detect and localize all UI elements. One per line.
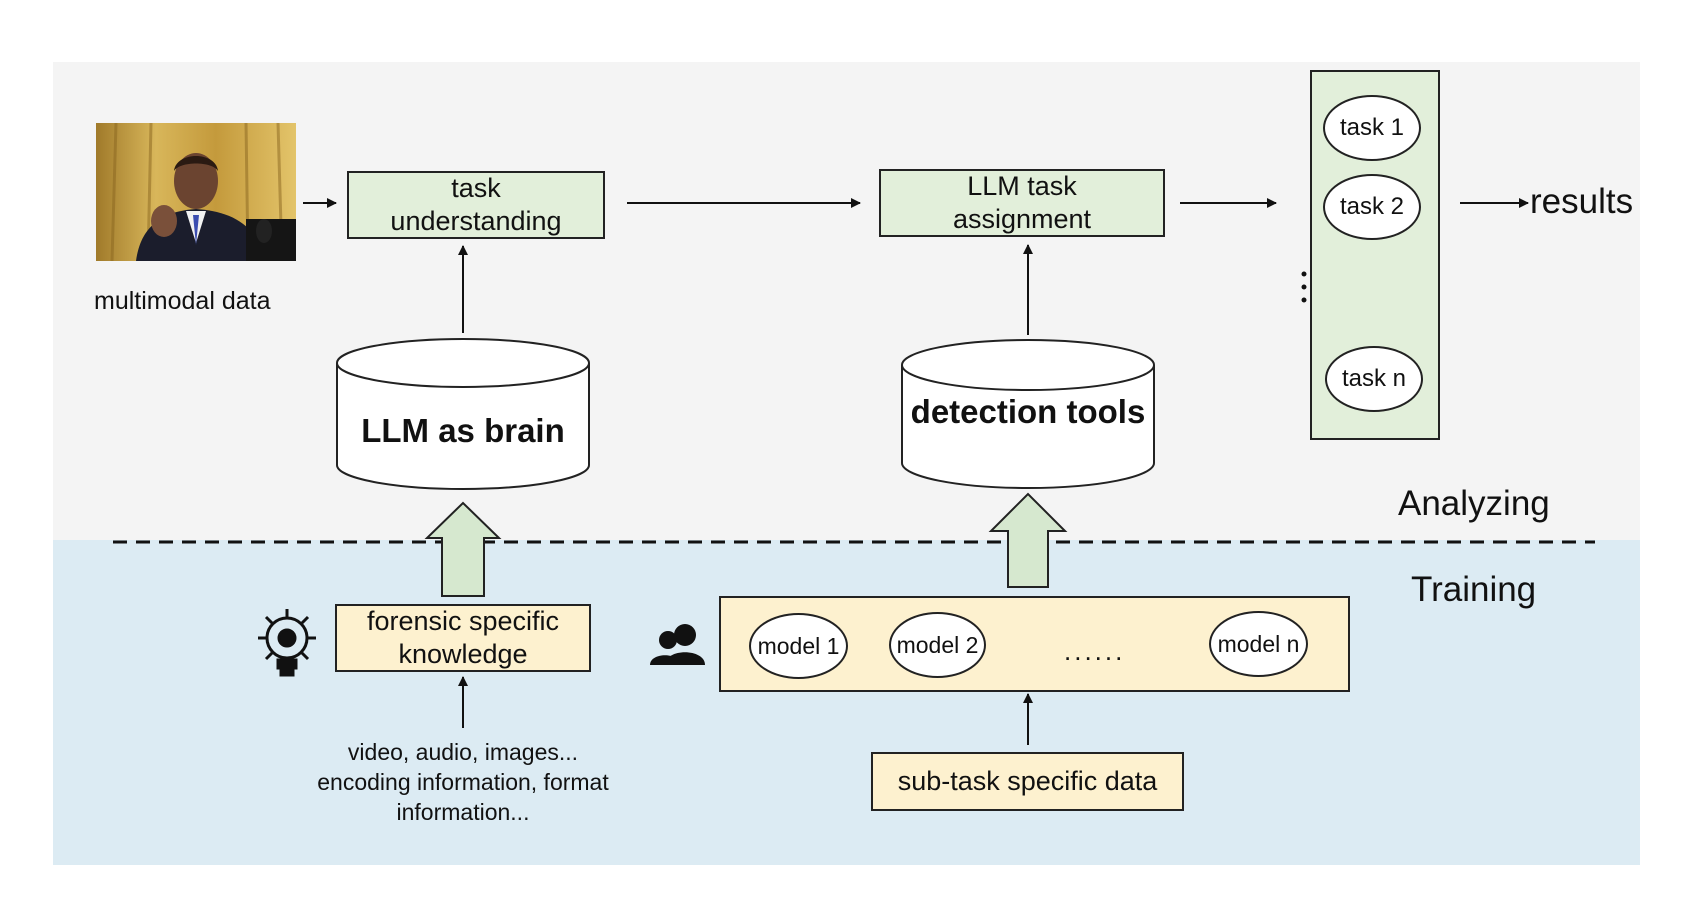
task-understanding-box: task understanding [347, 171, 605, 239]
llm-brain-label: LLM as brain [361, 412, 565, 449]
subtask-data-box: sub-task specific data [871, 752, 1184, 811]
model-n-ellipse: model n [1209, 611, 1308, 677]
task-1-ellipse: task 1 [1323, 95, 1421, 161]
models-ellipsis: ...... [1064, 636, 1126, 666]
big-arrow-models-to-tools [988, 492, 1068, 588]
results-label: results [1530, 182, 1634, 221]
model-2-ellipse: model 2 [889, 612, 986, 678]
analyzing-label: Analyzing [1398, 484, 1550, 523]
llm-task-assignment-box: LLM task assignment [879, 169, 1165, 237]
knowledge-sources-line-2: encoding information, format [317, 769, 609, 795]
big-arrow-knowledge-to-brain [424, 501, 502, 597]
users-icon [650, 624, 705, 665]
forensic-knowledge-box: forensic specific knowledge [335, 604, 591, 672]
task-understanding-label: task understanding [390, 173, 562, 236]
lightbulb-gear-icon [258, 609, 316, 677]
training-label: Training [1411, 570, 1537, 609]
task-2-ellipse: task 2 [1323, 174, 1421, 240]
training-region [53, 540, 1640, 865]
knowledge-sources-line-1: video, audio, images... [347, 739, 579, 765]
cylinder-llm-brain [336, 338, 590, 490]
task-n-ellipse: task n [1325, 346, 1423, 412]
llm-task-assignment-label: LLM task assignment [952, 171, 1092, 234]
input-photo [96, 123, 296, 261]
knowledge-sources-line-3: information... [396, 799, 530, 825]
input-caption: multimodal data [94, 287, 271, 315]
model-1-ellipse: model 1 [749, 613, 848, 679]
forensic-knowledge-label: forensic specific knowledge [366, 606, 560, 669]
cylinder-detection-tools [901, 339, 1155, 489]
subtask-data-label: sub-task specific data [897, 766, 1158, 796]
detection-tools-label: detection tools [910, 393, 1146, 430]
